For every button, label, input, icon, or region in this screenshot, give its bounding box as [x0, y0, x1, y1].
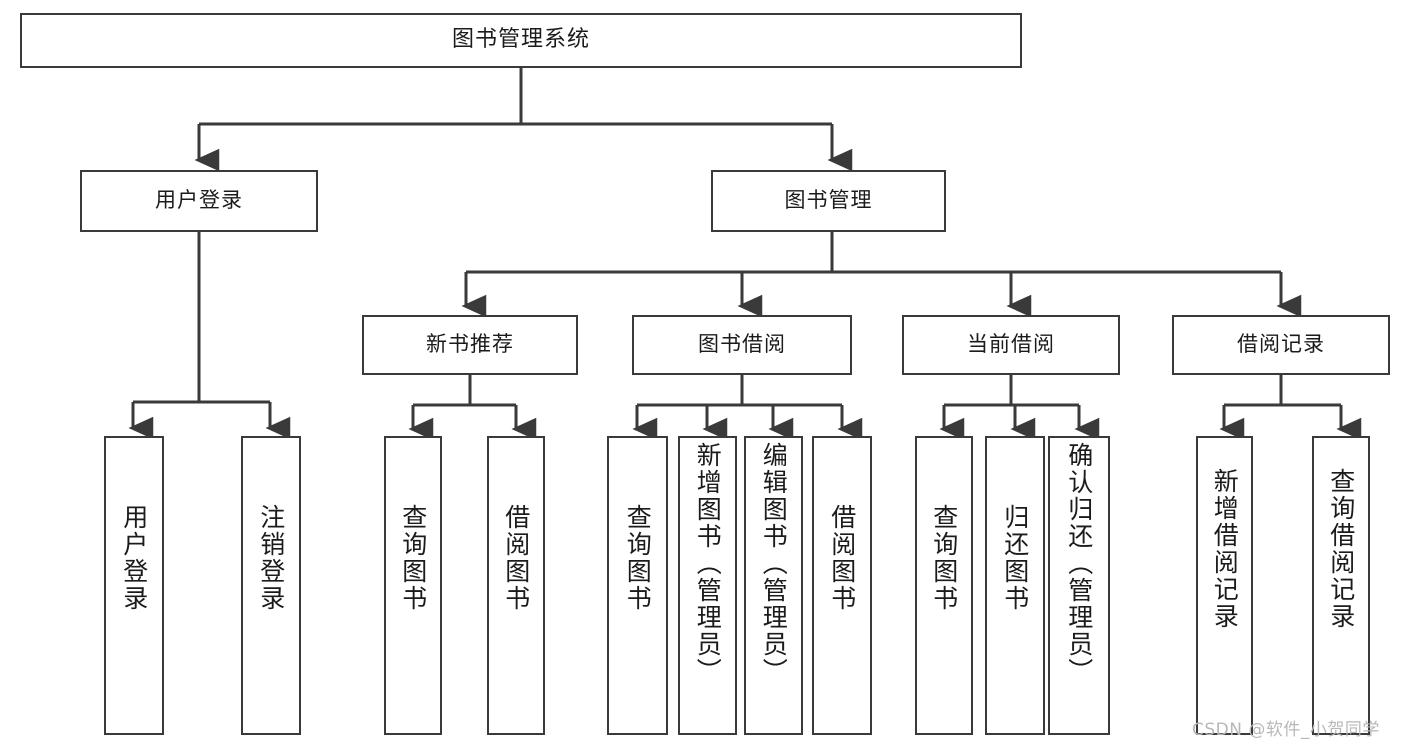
node-label: 查询图书: [929, 504, 959, 612]
leaf-add-borrow-record[interactable]: 新增借阅记录: [1196, 436, 1253, 735]
node-label: 查询借阅记录: [1326, 468, 1356, 630]
node-book-borrow[interactable]: 图书借阅: [632, 315, 852, 375]
node-label: 用户登录: [155, 188, 243, 213]
node-new-book-recommend[interactable]: 新书推荐: [362, 315, 578, 375]
node-label: 注销登录: [256, 504, 286, 612]
node-label: 图书借阅: [698, 332, 786, 357]
leaf-borrow-book-recommend[interactable]: 借阅图书: [487, 436, 545, 735]
node-label: 借阅图书: [827, 504, 857, 612]
node-label: 图书管理系统: [451, 27, 590, 53]
node-current-borrow[interactable]: 当前借阅: [902, 315, 1120, 375]
node-label: 新书推荐: [426, 332, 514, 357]
leaf-add-book-admin[interactable]: 新增图书（管理员）: [678, 436, 737, 735]
node-label: 查询图书: [623, 504, 653, 612]
node-book-management-system[interactable]: 图书管理系统: [20, 13, 1022, 68]
leaf-borrow-book-borrow[interactable]: 借阅图书: [812, 436, 872, 735]
node-label: 新增图书（管理员）: [693, 442, 723, 685]
watermark-csdn: CSDN @软件_小贺同学: [1192, 720, 1380, 740]
node-label: 查询图书: [398, 504, 428, 612]
node-borrow-record[interactable]: 借阅记录: [1172, 315, 1390, 375]
node-label: 当前借阅: [967, 332, 1055, 357]
leaf-edit-book-admin[interactable]: 编辑图书（管理员）: [744, 436, 803, 735]
node-label: 借阅图书: [501, 504, 531, 612]
node-user-login[interactable]: 用户登录: [80, 170, 318, 232]
leaf-query-book-borrow[interactable]: 查询图书: [607, 436, 668, 735]
node-book-manage[interactable]: 图书管理: [711, 170, 946, 232]
node-label: 用户登录: [119, 504, 149, 612]
node-label: 图书管理: [784, 188, 873, 213]
leaf-confirm-return-admin[interactable]: 确认归还（管理员）: [1048, 436, 1110, 735]
leaf-logout-login[interactable]: 注销登录: [241, 436, 301, 735]
node-label: 编辑图书（管理员）: [759, 442, 789, 685]
leaf-query-book-recommend[interactable]: 查询图书: [384, 436, 442, 735]
node-label: 新增借阅记录: [1210, 468, 1240, 630]
leaf-query-book-current[interactable]: 查询图书: [915, 436, 973, 735]
node-label: 借阅记录: [1237, 332, 1325, 357]
leaf-query-borrow-record[interactable]: 查询借阅记录: [1312, 436, 1370, 735]
node-label: 确认归还（管理员）: [1064, 442, 1094, 685]
node-label: 归还图书: [1000, 504, 1030, 612]
leaf-return-book[interactable]: 归还图书: [985, 436, 1045, 735]
leaf-user-login[interactable]: 用户登录: [104, 436, 164, 735]
